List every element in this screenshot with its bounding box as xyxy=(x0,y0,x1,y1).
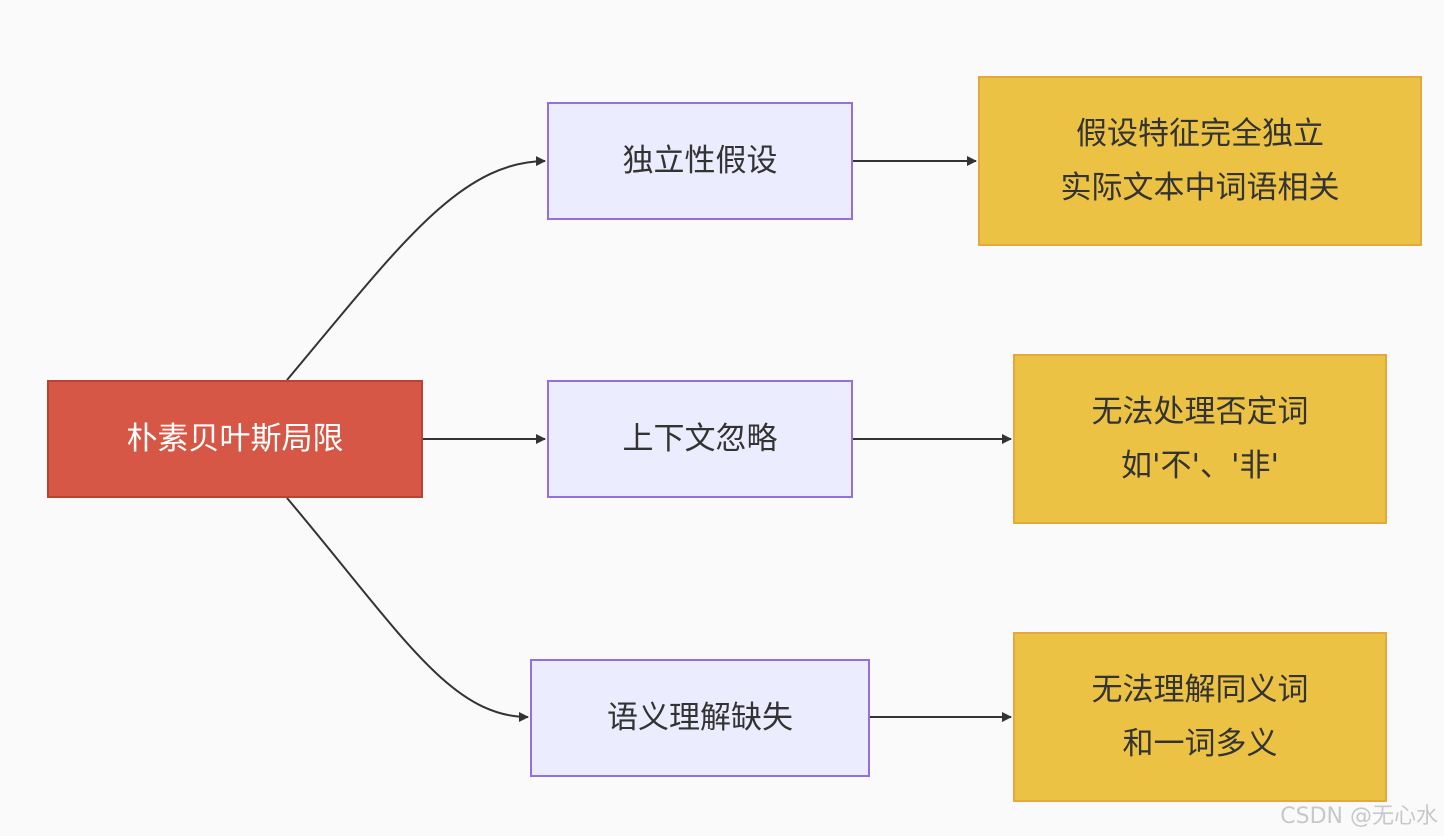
node-context: 上下文忽略 xyxy=(547,380,853,498)
node-context-detail-line-1: 无法处理否定词 xyxy=(1091,394,1309,430)
node-independence-detail: 假设特征完全独立 实际文本中词语相关 xyxy=(978,76,1422,246)
node-root-line-1: 朴素贝叶斯局限 xyxy=(126,421,344,457)
node-independence: 独立性假设 xyxy=(547,102,853,220)
watermark: CSDN @无心水 xyxy=(1280,804,1438,829)
node-independence-detail-line-2: 实际文本中词语相关 xyxy=(1060,170,1340,206)
node-semantics-detail-line-2: 和一词多义 xyxy=(1122,726,1278,762)
edge-root-to-independence xyxy=(286,156,546,381)
edge-root-to-semantics xyxy=(286,497,529,722)
node-semantics-detail: 无法理解同义词 和一词多义 xyxy=(1013,632,1387,802)
node-independence-detail-line-1: 假设特征完全独立 xyxy=(1076,116,1324,152)
node-context-line-1: 上下文忽略 xyxy=(622,421,778,457)
node-semantics-detail-line-1: 无法理解同义词 xyxy=(1091,672,1309,708)
node-root: 朴素贝叶斯局限 xyxy=(47,380,423,498)
node-context-detail-line-2: 如'不'、'非' xyxy=(1120,448,1280,484)
node-semantics-line-1: 语义理解缺失 xyxy=(607,700,793,736)
node-context-detail: 无法处理否定词 如'不'、'非' xyxy=(1013,354,1387,524)
node-semantics: 语义理解缺失 xyxy=(530,659,870,777)
node-independence-line-1: 独立性假设 xyxy=(622,143,778,179)
